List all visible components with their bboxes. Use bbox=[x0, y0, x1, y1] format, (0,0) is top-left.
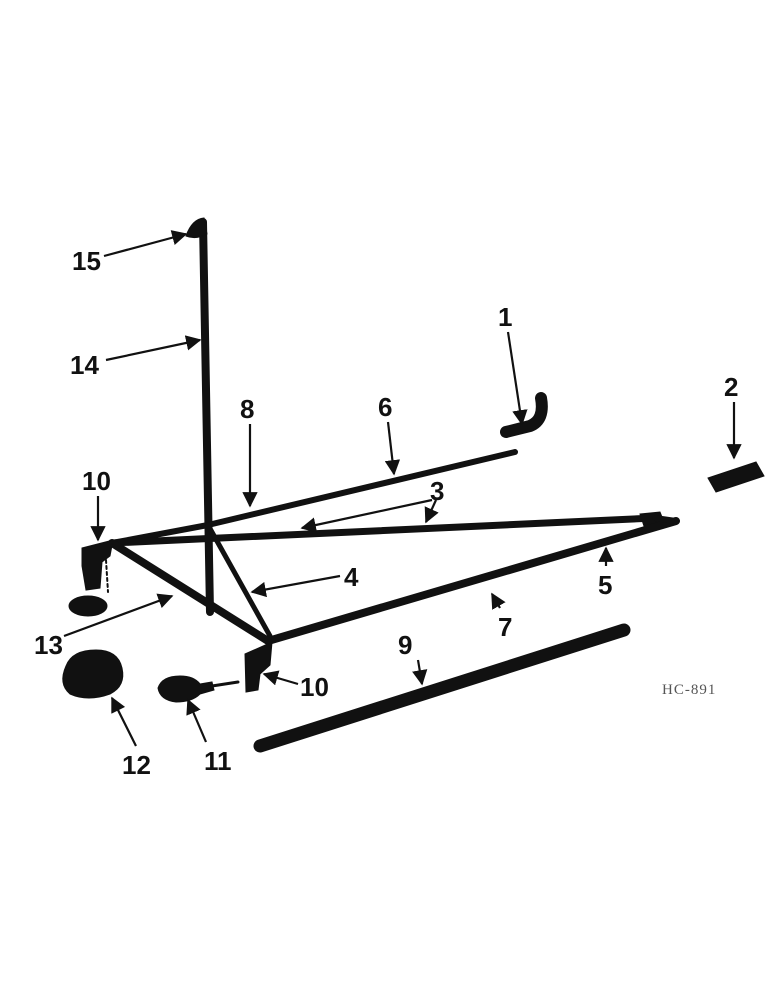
callout-2: 2 bbox=[724, 372, 738, 402]
leader-1 bbox=[506, 331, 528, 426]
part-7-lower-rail bbox=[264, 517, 680, 645]
leader-15 bbox=[103, 230, 188, 258]
leader-11 bbox=[186, 698, 208, 743]
part-10-right-bracket bbox=[244, 641, 273, 693]
callout-7: 7 bbox=[498, 612, 512, 642]
callout-8: 8 bbox=[240, 394, 254, 424]
callout-1: 1 bbox=[498, 302, 512, 332]
part-15-post-cap bbox=[185, 217, 208, 239]
part-4-inner-diagonal bbox=[205, 522, 273, 639]
part-12-weight bbox=[62, 649, 124, 699]
leader-14 bbox=[105, 335, 202, 362]
leader-13 bbox=[63, 593, 174, 638]
leader-6 bbox=[384, 421, 401, 476]
callout-14: 14 bbox=[70, 350, 99, 380]
callout-13: 13 bbox=[34, 630, 63, 660]
callout-15: 15 bbox=[72, 246, 101, 276]
callout-5: 5 bbox=[598, 570, 612, 600]
leader-3b bbox=[424, 499, 439, 524]
part-5-diagonal-rail bbox=[652, 515, 679, 524]
leader-10b bbox=[262, 670, 299, 686]
leader-12 bbox=[111, 696, 137, 747]
part-11-fitting-stem bbox=[210, 680, 240, 688]
callout-3: 3 bbox=[430, 476, 444, 506]
part-11-fitting bbox=[157, 675, 215, 703]
callout-10-left: 10 bbox=[82, 466, 111, 496]
leader-9 bbox=[412, 659, 428, 686]
part-10-left-bracket-bolts bbox=[105, 559, 109, 593]
leader-7 bbox=[491, 592, 506, 610]
callout-4: 4 bbox=[344, 562, 359, 592]
callout-12: 12 bbox=[122, 750, 151, 780]
part-14-vertical-post bbox=[199, 218, 214, 616]
part-1-hook-bracket bbox=[500, 392, 548, 438]
part-6-upper-rail bbox=[205, 449, 518, 528]
leader-3a bbox=[300, 498, 433, 533]
figure-code: HC-891 bbox=[662, 682, 716, 698]
part-10-left-bracket bbox=[81, 539, 114, 591]
part-2-plate bbox=[707, 461, 765, 493]
part-9-long-bar bbox=[253, 623, 631, 753]
callout-6: 6 bbox=[378, 392, 392, 422]
part-washer bbox=[68, 595, 108, 617]
part-3-brace bbox=[108, 514, 659, 547]
callout-11: 11 bbox=[204, 746, 232, 776]
callout-10-right: 10 bbox=[300, 672, 329, 702]
leader-4 bbox=[250, 574, 341, 598]
part-13-front-diagonal bbox=[108, 539, 272, 645]
callout-9: 9 bbox=[398, 630, 412, 660]
